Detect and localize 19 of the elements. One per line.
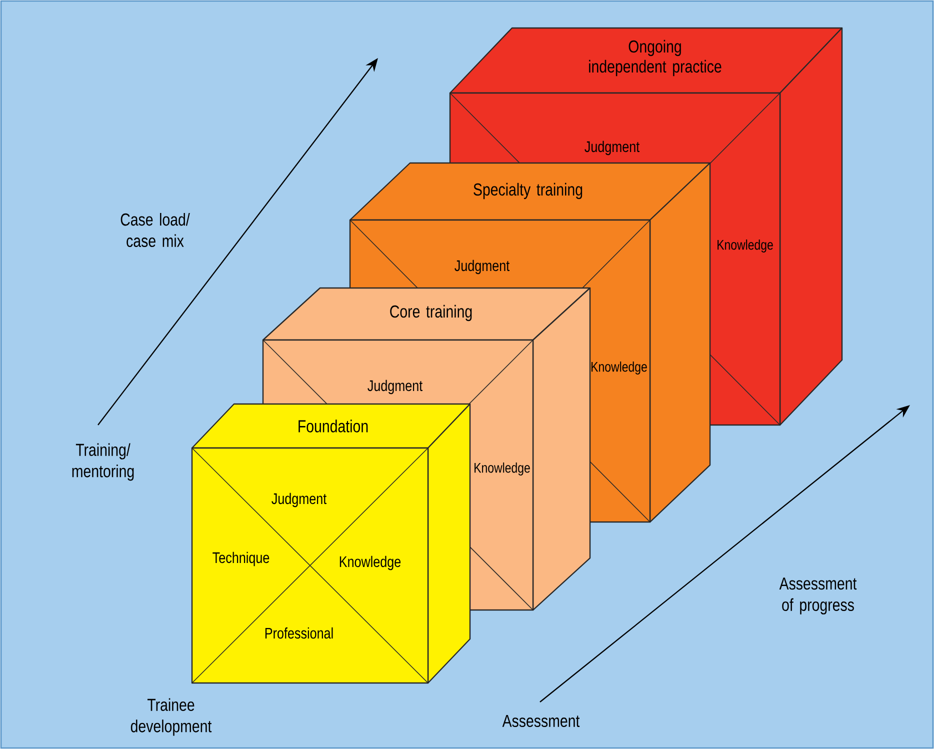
axis-label: Training/ mentoring [72,443,134,481]
face-label: Knowledge [592,361,647,375]
face-label: Judgment [454,260,510,274]
face-label: Knowledge [474,462,530,476]
axis-label: Assessment [502,714,580,728]
face-label: Knowledge [340,556,401,570]
axis-label: Case load/ case mix [120,212,190,248]
cube-title: Core training [390,304,472,322]
face-label: Judgment [584,140,640,156]
axis-label: Assessment of progress [779,578,857,614]
cube-title: Ongoing independent practice [589,40,722,76]
face-label: Judgment [272,492,327,508]
face-label: Professional [265,627,333,639]
face-label: Judgment [368,380,423,394]
face-label: Knowledge [718,239,773,253]
cube-title: Foundation [298,420,368,432]
face-label: Technique [212,552,270,566]
cube-title: Specialty training [474,182,582,200]
axis-label: Trainee development [130,698,212,736]
